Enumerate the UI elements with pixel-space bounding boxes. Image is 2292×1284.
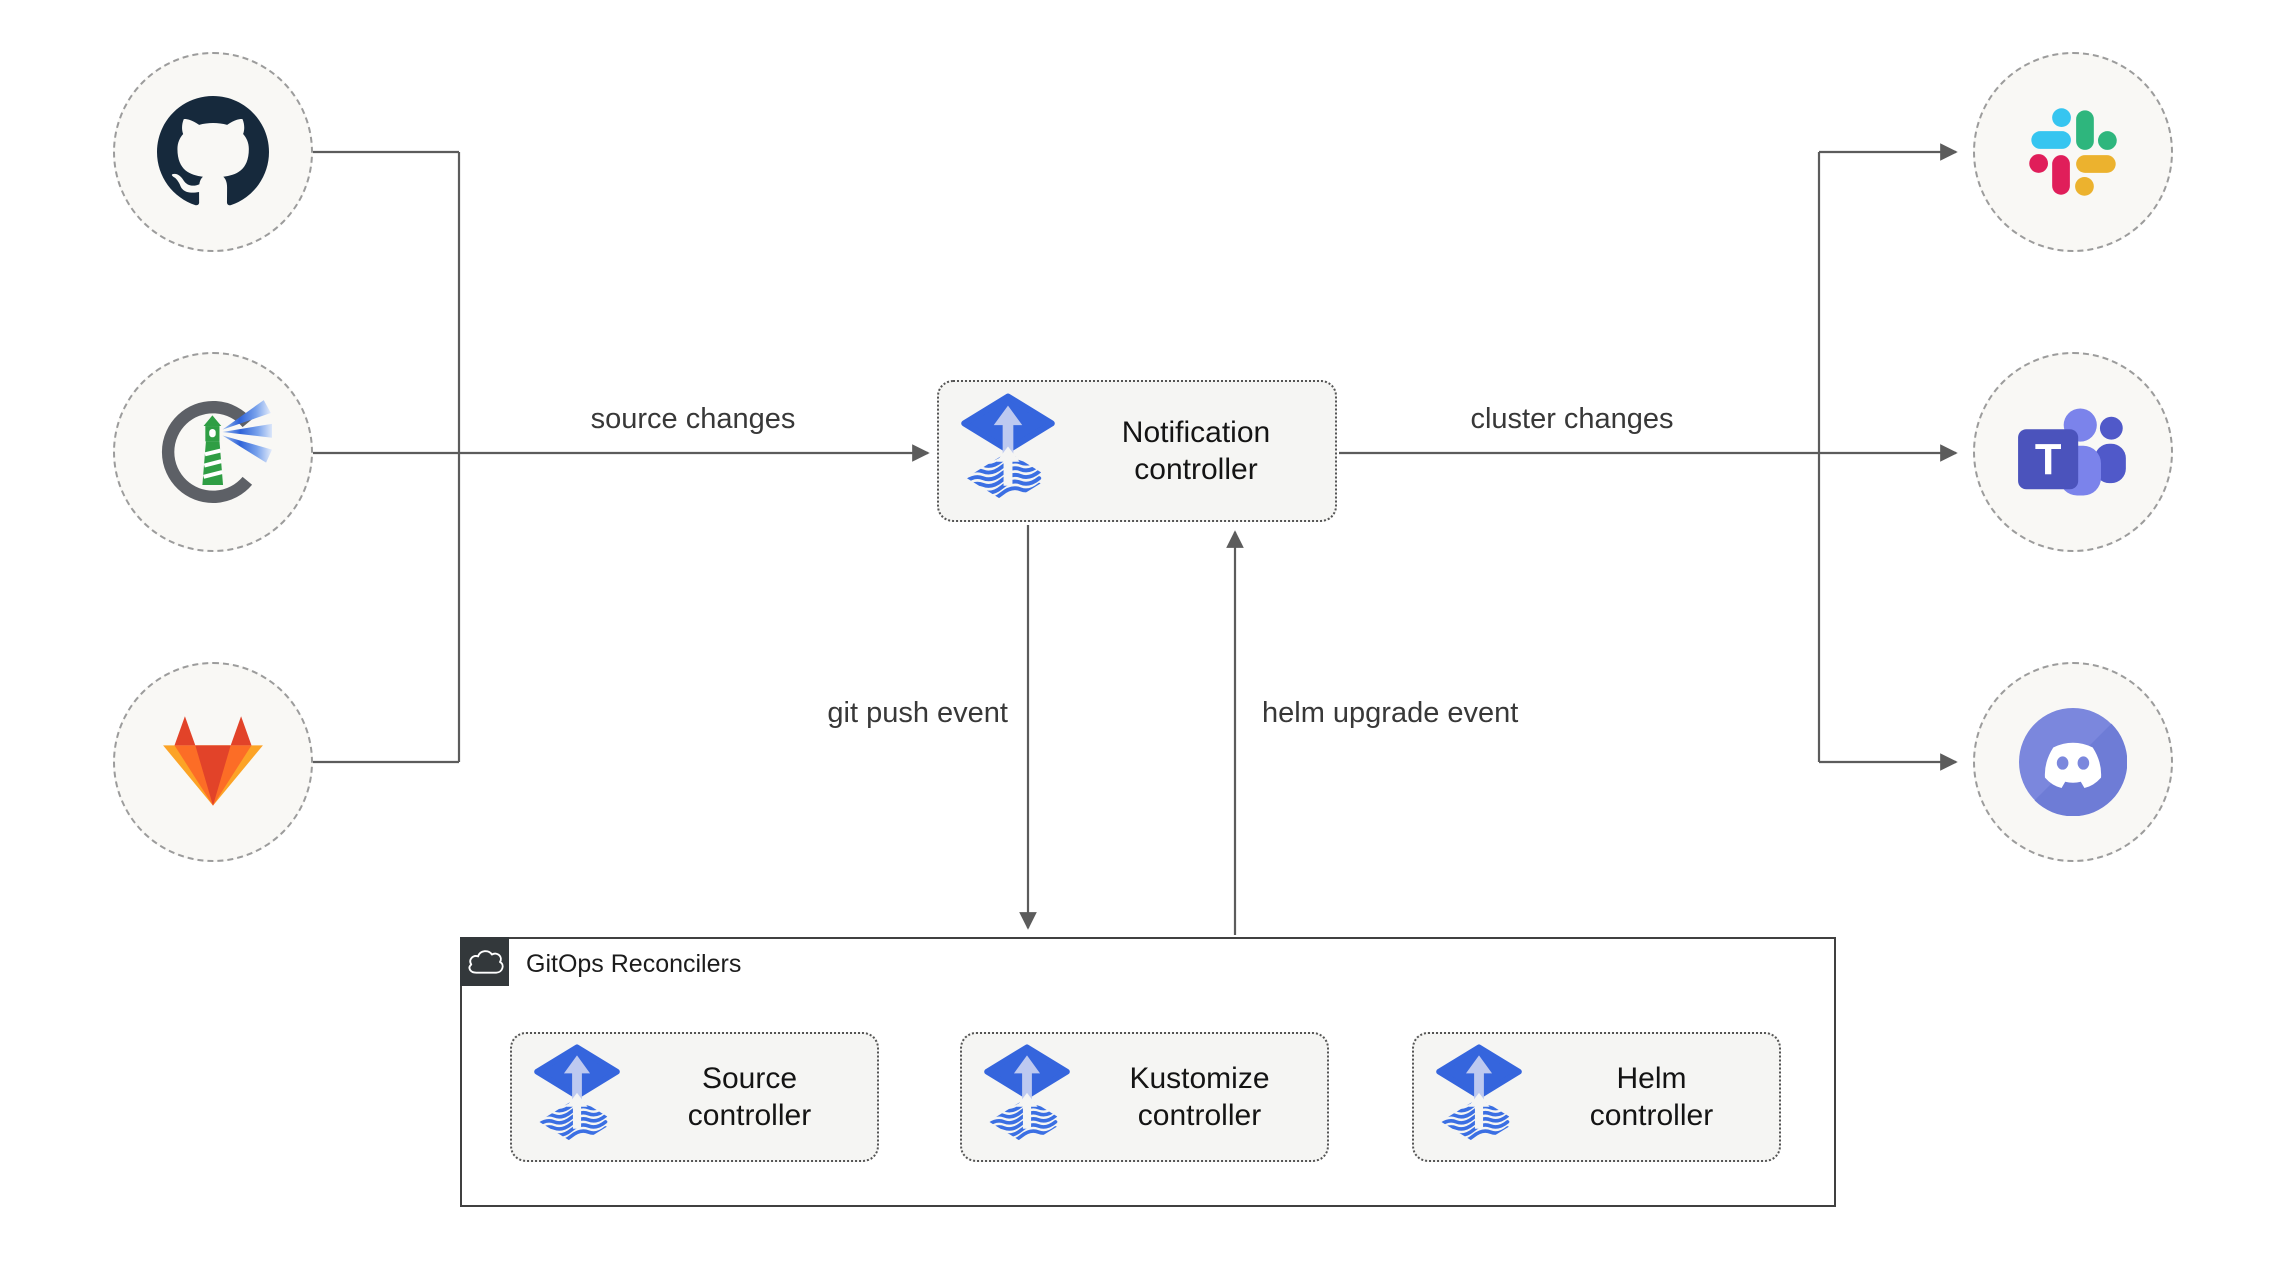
- harbor-icon: [161, 400, 272, 504]
- flux-icon: [532, 1044, 622, 1150]
- kustomize-controller-label-wrap: Kustomize controller: [1072, 1060, 1327, 1134]
- flux-icon: [959, 393, 1057, 509]
- teams-icon: T: [2018, 408, 2126, 496]
- node-teams: T: [1973, 352, 2173, 552]
- github-icon: [157, 96, 269, 206]
- gitops-reconcilers-title: GitOps Reconcilers: [526, 950, 742, 978]
- source-controller-box: Source controller: [510, 1032, 879, 1162]
- notification-controller-box: Notification controller: [937, 380, 1337, 522]
- notification-controller-label: Notification controller: [1121, 416, 1271, 486]
- source-controller-label: Source controller: [687, 1062, 812, 1132]
- node-slack: [1973, 52, 2173, 252]
- flux-icon: [982, 1044, 1072, 1150]
- flux-icon: [1434, 1044, 1524, 1150]
- gitops-reconcilers-plate: [460, 937, 509, 986]
- edge-label-helm-upgrade-event: helm upgrade event: [1262, 697, 1519, 729]
- helm-controller-box: Helm controller: [1412, 1032, 1781, 1162]
- edge-label-git-push-event: git push event: [827, 697, 1008, 729]
- kustomize-controller-box: Kustomize controller: [960, 1032, 1329, 1162]
- edge-label-cluster-changes: cluster changes: [1470, 403, 1674, 435]
- notification-controller-label-wrap: Notification controller: [1057, 414, 1335, 488]
- gitlab-icon: [163, 716, 263, 806]
- node-gitlab: [113, 662, 313, 862]
- node-github: [113, 52, 313, 252]
- slack-icon: [2029, 108, 2117, 196]
- kustomize-controller-label: Kustomize controller: [1129, 1062, 1270, 1132]
- node-harbor: [113, 352, 313, 552]
- svg-text:T: T: [2035, 436, 2062, 484]
- helm-controller-label: Helm controller: [1589, 1062, 1714, 1132]
- helm-controller-label-wrap: Helm controller: [1524, 1060, 1779, 1134]
- source-controller-label-wrap: Source controller: [622, 1060, 877, 1134]
- cloud-icon: [468, 949, 504, 974]
- discord-icon: [2019, 708, 2127, 816]
- node-discord: [1973, 662, 2173, 862]
- edge-label-source-changes: source changes: [590, 403, 796, 435]
